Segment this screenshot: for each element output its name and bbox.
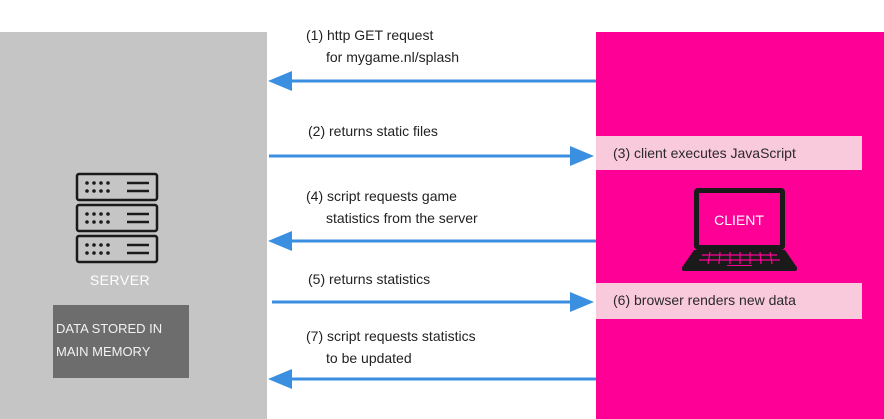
arrowhead-step-7 — [268, 369, 292, 389]
step-3-box: (3) client executes JavaScript — [596, 136, 862, 170]
step-7-label: (7) script requests statistics to be upd… — [306, 325, 476, 369]
arrowhead-step-2 — [570, 146, 594, 166]
step-2-label: (2) returns static files — [308, 120, 438, 142]
memory-label: DATA STORED IN MAIN MEMORY — [56, 317, 188, 363]
step-6-box: (6) browser renders new data — [596, 283, 862, 319]
laptop-icon — [682, 188, 797, 271]
step-1-line2: for mygame.nl/splash — [326, 49, 460, 65]
step-5-label: (5) returns statistics — [308, 268, 430, 290]
server-icon — [75, 172, 159, 264]
memory-label-line2: MAIN MEMORY — [56, 344, 151, 359]
step-4-line1: (4) script requests game — [306, 188, 457, 204]
arrowhead-step-4 — [268, 231, 292, 251]
step-3-label: (3) client executes JavaScript — [613, 145, 796, 161]
step-4-line2: statistics from the server — [326, 210, 478, 226]
step-2-line1: (2) returns static files — [308, 123, 438, 139]
arrowhead-step-5 — [570, 292, 594, 312]
step-7-line1: (7) script requests statistics — [306, 328, 476, 344]
step-4-label: (4) script requests game statistics from… — [306, 185, 478, 229]
step-7-line2: to be updated — [326, 350, 412, 366]
step-5-line1: (5) returns statistics — [308, 271, 431, 287]
memory-box: DATA STORED IN MAIN MEMORY — [53, 305, 189, 378]
arrowhead-step-1 — [268, 71, 292, 91]
client-label: CLIENT — [714, 212, 764, 228]
step-6-label: (6) browser renders new data — [613, 292, 796, 308]
step-1-label: (1) http GET request for mygame.nl/splas… — [306, 24, 459, 68]
memory-label-line1: DATA STORED IN — [56, 321, 163, 336]
step-1-line1: (1) http GET request — [306, 27, 434, 43]
server-label: SERVER — [89, 272, 151, 288]
